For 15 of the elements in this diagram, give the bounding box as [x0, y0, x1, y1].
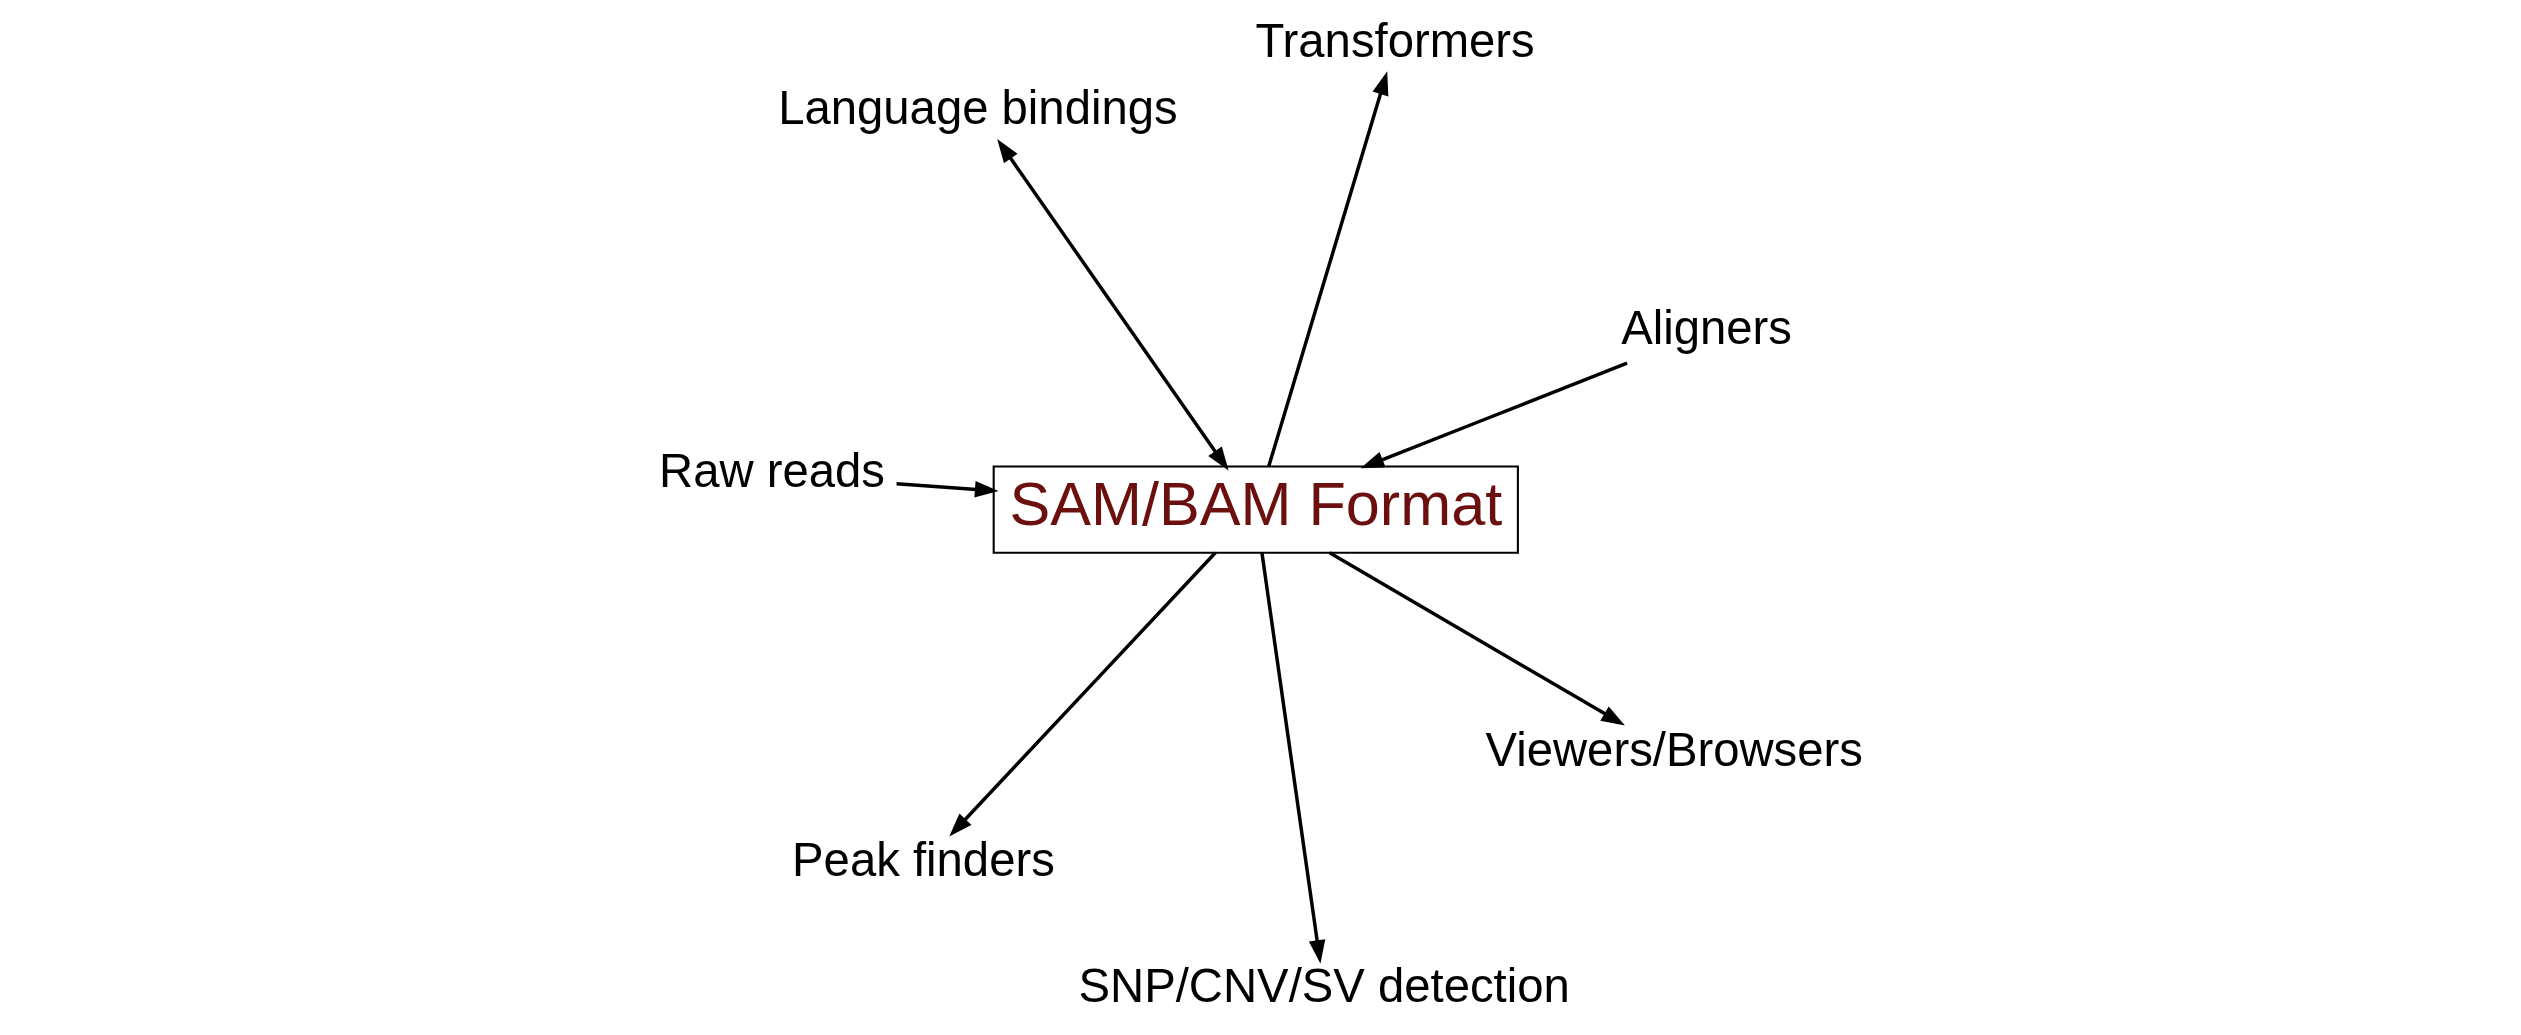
arrow	[996, 139, 1229, 471]
node-text: Aligners	[1620, 300, 1792, 354]
arrow	[1259, 552, 1325, 964]
node-text: Peak finders	[791, 833, 1055, 887]
node-text: Language bindings	[777, 80, 1178, 134]
node-text: Transformers	[1254, 14, 1535, 68]
node-text: SNP/CNV/SV detection	[1078, 959, 1570, 1013]
node-text: Viewers/Browsers	[1485, 723, 1863, 777]
arrow	[895, 481, 999, 498]
node-text: Raw reads	[658, 443, 885, 497]
arrow	[948, 551, 1217, 837]
arrow	[1266, 71, 1388, 467]
node-box: SAM/BAM Format	[992, 465, 1519, 554]
arrow	[1328, 551, 1625, 726]
arrow	[1360, 361, 1628, 469]
